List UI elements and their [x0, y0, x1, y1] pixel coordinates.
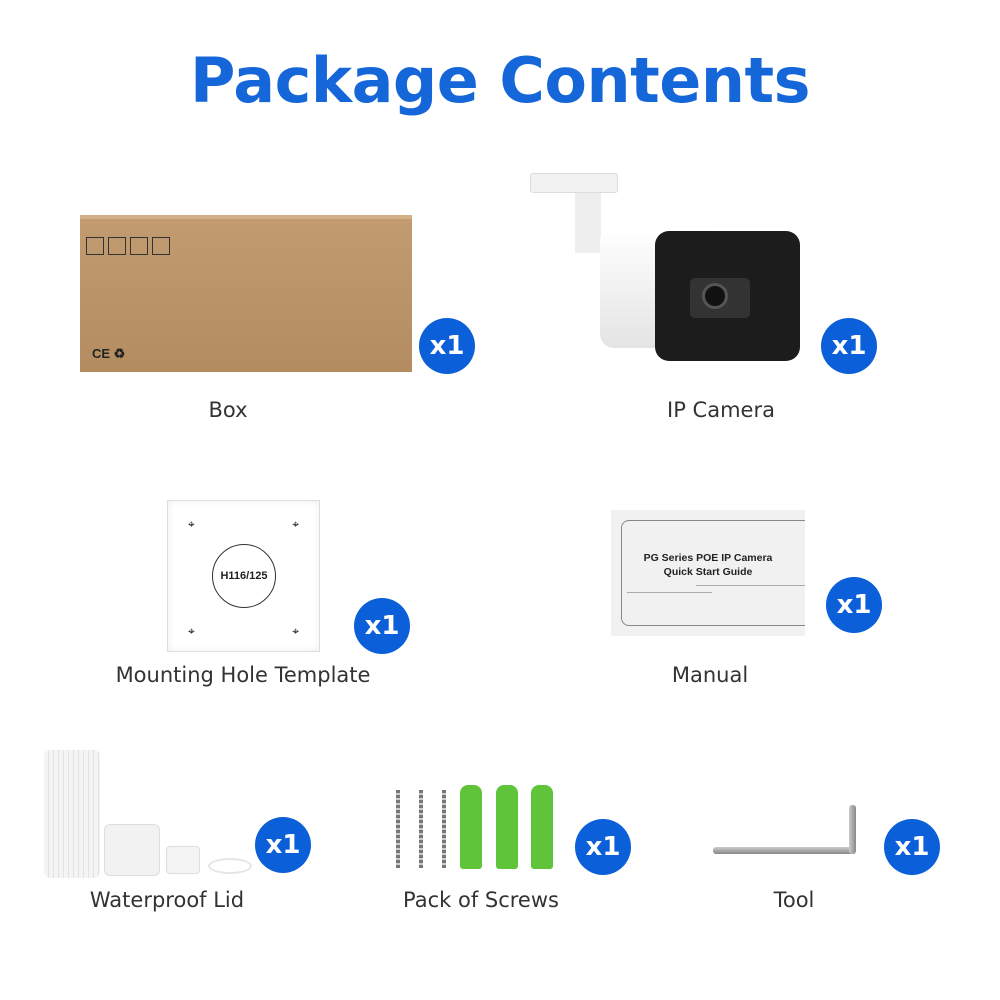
qty-badge-waterproof-lid: x1 — [255, 817, 311, 873]
box-image: CE ♻ — [80, 215, 412, 372]
page-title: Package Contents — [189, 44, 811, 117]
mounting-template-image: H116/125 ⌖⌖ ⌖⌖ — [167, 500, 320, 652]
screws-image — [388, 785, 555, 870]
qty-badge-screws: x1 — [575, 819, 631, 875]
qty-badge-ip-camera: x1 — [821, 318, 877, 374]
item-label-screws: Pack of Screws — [403, 888, 559, 912]
item-label-waterproof-lid: Waterproof Lid — [89, 888, 245, 912]
item-label-tool: Tool — [773, 888, 815, 912]
qty-badge-mounting-template: x1 — [354, 598, 410, 654]
waterproof-lid-image — [40, 750, 255, 880]
qty-badge-manual: x1 — [826, 577, 882, 633]
template-text: H116/125 — [212, 544, 276, 608]
qty-badge-box: x1 — [419, 318, 475, 374]
item-label-ip-camera: IP Camera — [667, 398, 775, 422]
manual-image: PG Series POE IP Camera Quick Start Guid… — [611, 510, 805, 636]
manual-subtitle: Quick Start Guide — [663, 566, 753, 578]
ip-camera-image — [530, 173, 802, 363]
hex-key-tool-image — [713, 805, 858, 860]
item-label-manual: Manual — [671, 663, 749, 687]
qty-badge-tool: x1 — [884, 819, 940, 875]
manual-title: PG Series POE IP Camera — [643, 552, 773, 564]
item-label-mounting-template: Mounting Hole Template — [115, 663, 371, 687]
item-label-box: Box — [208, 398, 248, 422]
